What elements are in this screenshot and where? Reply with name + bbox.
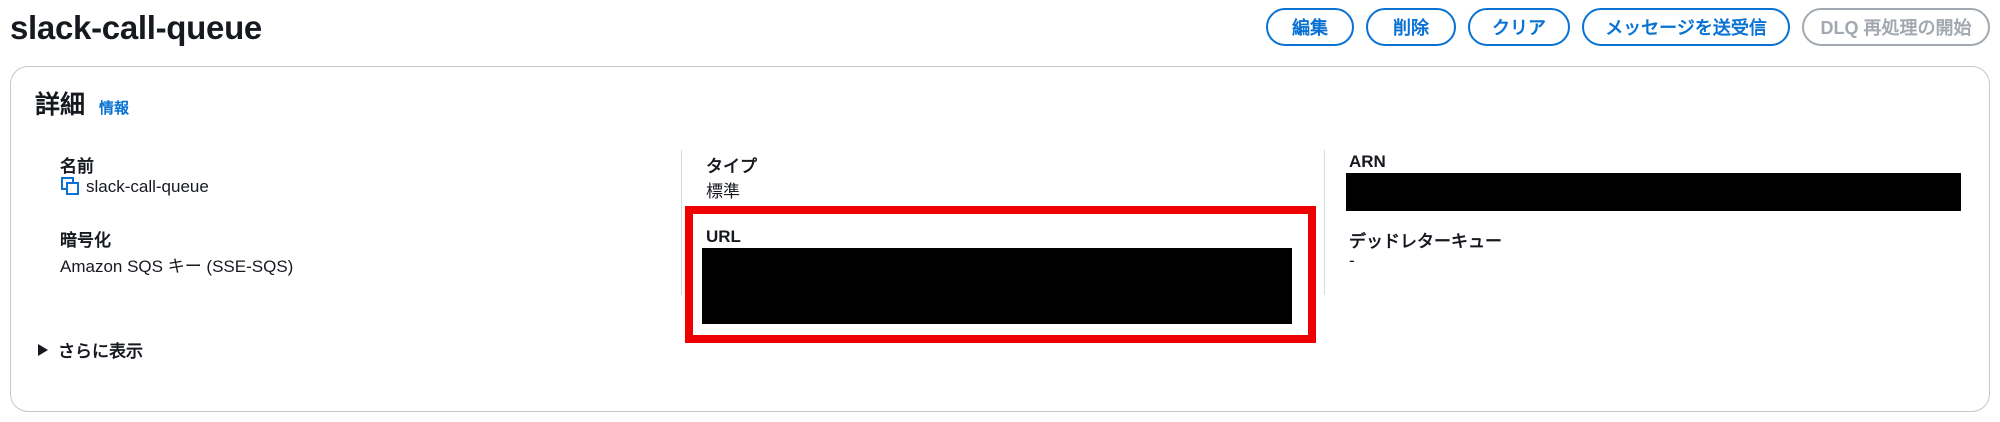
url-highlight-box — [685, 206, 1316, 343]
details-header: 詳細 情報 — [35, 85, 129, 121]
info-link[interactable]: 情報 — [99, 100, 130, 117]
column-divider-1 — [681, 150, 682, 295]
copy-icon[interactable] — [60, 176, 80, 196]
details-title: 詳細 — [35, 91, 86, 119]
encryption-value: Amazon SQS キー (SSE-SQS) — [60, 257, 294, 276]
url-label: URL — [706, 227, 741, 246]
clear-button[interactable]: クリア — [1468, 8, 1570, 46]
arn-value-redacted — [1346, 173, 1961, 211]
encryption-label: 暗号化 — [60, 231, 111, 250]
name-value: slack-call-queue — [86, 177, 209, 196]
dlq-value: - — [1349, 251, 1355, 270]
type-label: タイプ — [706, 157, 757, 176]
name-label: 名前 — [60, 157, 94, 176]
arn-label: ARN — [1349, 152, 1386, 171]
delete-button[interactable]: 削除 — [1366, 8, 1456, 46]
show-more-label: さらに表示 — [58, 342, 143, 361]
send-receive-messages-button[interactable]: メッセージを送受信 — [1582, 8, 1790, 46]
details-panel: 詳細 情報 — [10, 66, 1990, 412]
column-divider-2 — [1324, 150, 1325, 295]
caret-right-icon — [38, 343, 48, 356]
header-actions: 編集 削除 クリア メッセージを送受信 DLQ 再処理の開始 — [1266, 8, 1990, 46]
edit-button[interactable]: 編集 — [1266, 8, 1354, 46]
show-more-expander[interactable]: さらに表示 — [38, 337, 143, 362]
start-dlq-redrive-button: DLQ 再処理の開始 — [1802, 8, 1990, 46]
dlq-label: デッドレターキュー — [1349, 232, 1502, 251]
page-title: slack-call-queue — [10, 9, 262, 46]
type-value: 標準 — [706, 182, 740, 201]
url-value-redacted — [702, 248, 1292, 324]
